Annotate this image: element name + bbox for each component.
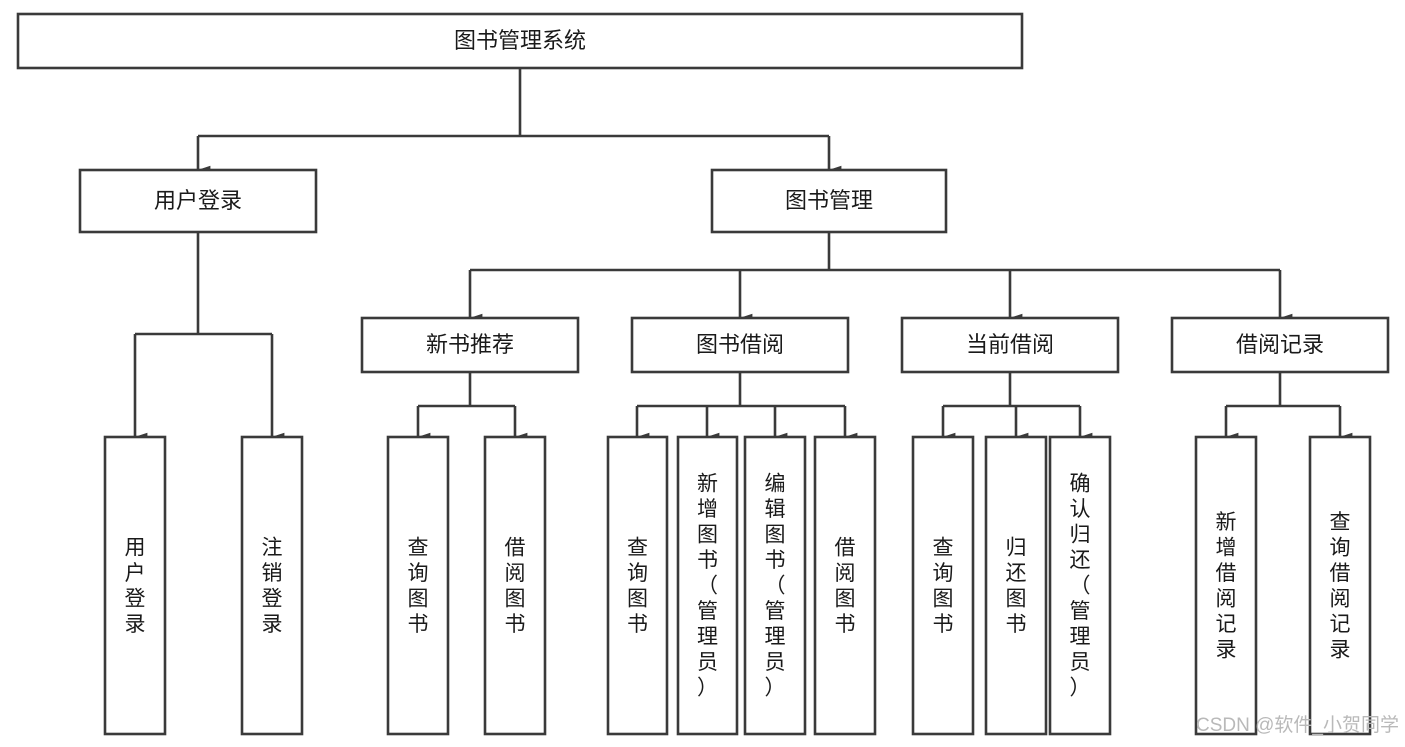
node-user-login-label: 用户登录 xyxy=(154,188,242,213)
node-leaf-borrow-book-2-rect xyxy=(813,435,877,736)
node-leaf-return-book[interactable]: 归还图书 xyxy=(984,435,1048,736)
node-current-borrow-label: 当前借阅 xyxy=(966,332,1054,357)
node-user-login[interactable]: 用户登录 xyxy=(78,168,318,234)
node-leaf-confirm-return-rect xyxy=(1048,435,1112,736)
node-borrow-record[interactable]: 借阅记录 xyxy=(1170,316,1390,374)
node-leaf-user-login[interactable]: 用户登录 xyxy=(103,435,167,736)
node-borrow-record-label: 借阅记录 xyxy=(1236,332,1324,357)
node-root[interactable]: 图书管理系统 xyxy=(16,12,1024,70)
node-leaf-query-book-2[interactable]: 查询图书 xyxy=(606,435,669,736)
node-leaf-query-book-3-label: 查询图书 xyxy=(933,536,954,636)
node-book-manage[interactable]: 图书管理 xyxy=(710,168,948,234)
node-leaf-query-book-1[interactable]: 查询图书 xyxy=(386,435,450,736)
node-leaf-confirm-return[interactable]: 确认归还（管理员） xyxy=(1048,435,1112,736)
node-book-borrow[interactable]: 图书借阅 xyxy=(630,316,850,374)
node-leaf-query-book-3[interactable]: 查询图书 xyxy=(911,435,975,736)
node-leaf-query-book-3-rect xyxy=(911,435,975,736)
node-leaf-edit-book[interactable]: 编辑图书（管理员） xyxy=(743,435,807,736)
node-book-borrow-rect xyxy=(630,316,850,374)
node-book-manage-rect xyxy=(710,168,948,234)
node-leaf-add-book[interactable]: 新增图书（管理员） xyxy=(676,435,739,736)
node-leaf-user-logout[interactable]: 注销登录 xyxy=(240,435,304,736)
node-leaf-borrow-book-2[interactable]: 借阅图书 xyxy=(813,435,877,736)
connectors-layer xyxy=(133,68,1353,442)
node-leaf-add-record-rect xyxy=(1194,435,1258,736)
node-leaf-query-book-2-rect xyxy=(606,435,669,736)
node-leaf-add-record-label: 新增借阅记录 xyxy=(1216,511,1237,662)
boxes-layer: 图书管理系统用户登录图书管理新书推荐图书借阅当前借阅借阅记录用户登录注销登录查询… xyxy=(16,12,1390,736)
node-leaf-query-record[interactable]: 查询借阅记录 xyxy=(1308,435,1372,736)
node-leaf-query-book-1-rect xyxy=(386,435,450,736)
node-leaf-borrow-book-1-rect xyxy=(483,435,547,736)
node-leaf-query-record-rect xyxy=(1308,435,1372,736)
node-leaf-edit-book-rect xyxy=(743,435,807,736)
node-leaf-return-book-label: 归还图书 xyxy=(1006,536,1027,636)
node-leaf-user-login-label: 用户登录 xyxy=(125,536,146,636)
node-borrow-record-rect xyxy=(1170,316,1390,374)
node-leaf-edit-book-label: 编辑图书（管理员） xyxy=(765,473,786,700)
watermark-text: CSDN @软件_小贺同学 xyxy=(1196,714,1399,736)
node-leaf-user-logout-rect xyxy=(240,435,304,736)
node-leaf-borrow-book-2-label: 借阅图书 xyxy=(835,536,856,636)
node-user-login-rect xyxy=(78,168,318,234)
node-current-borrow-rect xyxy=(900,316,1120,374)
node-leaf-borrow-book-1[interactable]: 借阅图书 xyxy=(483,435,547,736)
node-root-rect xyxy=(16,12,1024,70)
node-new-book-recommend-label: 新书推荐 xyxy=(426,332,514,357)
node-leaf-query-record-label: 查询借阅记录 xyxy=(1330,511,1351,662)
node-new-book-recommend[interactable]: 新书推荐 xyxy=(360,316,580,374)
node-leaf-query-book-2-label: 查询图书 xyxy=(627,536,648,636)
node-current-borrow[interactable]: 当前借阅 xyxy=(900,316,1120,374)
node-book-borrow-label: 图书借阅 xyxy=(696,332,784,357)
node-leaf-add-book-label: 新增图书（管理员） xyxy=(697,473,718,700)
node-leaf-user-logout-label: 注销登录 xyxy=(262,536,283,636)
node-new-book-recommend-rect xyxy=(360,316,580,374)
node-leaf-borrow-book-1-label: 借阅图书 xyxy=(505,536,526,636)
node-leaf-query-book-1-label: 查询图书 xyxy=(408,536,429,636)
node-leaf-return-book-rect xyxy=(984,435,1048,736)
node-leaf-add-book-rect xyxy=(676,435,739,736)
node-leaf-confirm-return-label: 确认归还（管理员） xyxy=(1070,473,1091,700)
node-book-manage-label: 图书管理 xyxy=(785,188,873,213)
node-leaf-add-record[interactable]: 新增借阅记录 xyxy=(1194,435,1258,736)
node-root-label: 图书管理系统 xyxy=(454,28,586,53)
node-leaf-user-login-rect xyxy=(103,435,167,736)
